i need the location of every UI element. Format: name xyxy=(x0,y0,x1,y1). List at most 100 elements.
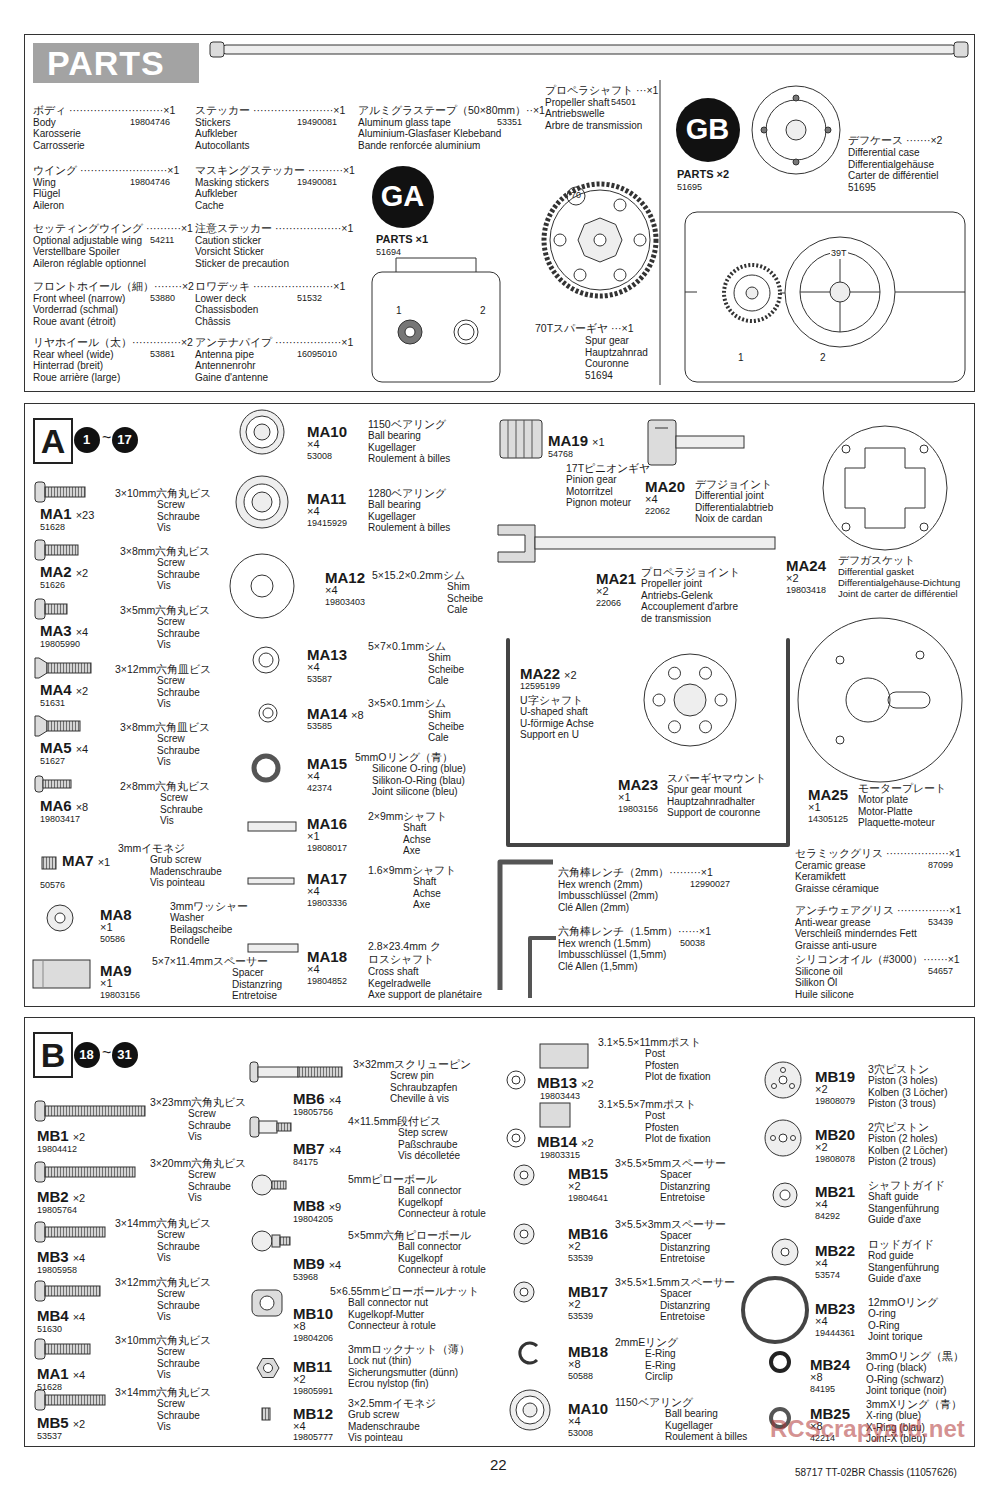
range-mark: ~ xyxy=(102,1044,111,1062)
part-number: 51694 xyxy=(376,247,401,258)
label-group: 53574 xyxy=(815,1270,840,1281)
part-name: Screw xyxy=(157,675,200,687)
label-group: 54657 xyxy=(928,966,953,977)
part-number: 19805991 xyxy=(293,1386,333,1397)
label-group: Grub screwMadenschraubeVis pointeau xyxy=(348,1409,420,1444)
part-number: 53880 xyxy=(150,293,175,304)
label-group: MA15 xyxy=(307,755,347,772)
part-name-jp: 3.1×5.5×11mmポスト xyxy=(598,1036,701,1049)
label-group: 3×5mm六角丸ビス xyxy=(120,604,210,617)
label-group: MB12 xyxy=(293,1405,333,1422)
part-name: Schraube xyxy=(157,511,200,523)
part-name-jp: 3×12mm六角丸ビス xyxy=(115,1276,211,1289)
label-group: ×8 xyxy=(568,1358,581,1371)
label-group: ScrewSchraubeVis xyxy=(157,1288,200,1323)
part-name-jp: リヤホイール（太）··············×2 xyxy=(33,336,193,349)
label-group: MB24 xyxy=(810,1356,850,1373)
part-code: MA23 xyxy=(618,776,658,793)
part-number: 53881 xyxy=(150,349,175,360)
label-group: 19805764 xyxy=(37,1205,77,1216)
part-name: Entretoise xyxy=(660,1192,710,1204)
label-group: MB21 xyxy=(815,1183,855,1200)
label-group: 53585 xyxy=(307,721,332,732)
part-name: Differential joint xyxy=(695,490,773,502)
part-name: Cache xyxy=(195,200,355,212)
part-number: 19804852 xyxy=(307,976,347,987)
part-name: Support de couronne xyxy=(667,807,760,819)
label-group: プロペラシャフト ···×1Propeller shaftAntriebswel… xyxy=(545,84,658,131)
part-name: Schraube xyxy=(188,1120,231,1132)
part-count: ×4 xyxy=(815,1257,828,1270)
label-group: ~ xyxy=(102,1044,111,1062)
label-group: MB15 xyxy=(568,1165,608,1182)
label-group: 50576 xyxy=(40,880,65,891)
label-group: Rod guideStangenführungGuide d'axe xyxy=(868,1250,939,1285)
part-name: Roue arrière (large) xyxy=(33,372,193,384)
part-name: Madenschraube xyxy=(150,866,222,878)
part-number: 19808017 xyxy=(307,843,347,854)
part-name: Schraube xyxy=(160,804,203,816)
part-code: MA10 xyxy=(307,423,347,440)
label-group: 3×14mm六角丸ビス xyxy=(115,1217,211,1230)
part-count: ×1 xyxy=(618,791,631,804)
part-code: MB3 xyxy=(37,1248,69,1265)
part-name-jp: 3×5.5×1.5mmスペーサー xyxy=(615,1276,735,1289)
label-group: 70 xyxy=(571,190,581,201)
part-name: Arbre de transmission xyxy=(545,120,658,132)
part-name: U-förmige Achse xyxy=(520,718,594,730)
part-name: Imbusschlüssel (1,5mm) xyxy=(558,949,711,961)
label-group: 84175 xyxy=(293,1157,318,1168)
part-name-jp: 12mmOリング xyxy=(868,1296,938,1309)
part-name: Distanzring xyxy=(660,1181,710,1193)
part-code: MA11 xyxy=(307,490,346,507)
label-group: 51631 xyxy=(40,698,65,709)
part-name: Carrosserie xyxy=(33,140,175,152)
propeller-shaft xyxy=(210,42,968,57)
label-group: 19805958 xyxy=(37,1265,77,1276)
part-code: MB22 xyxy=(815,1242,855,1259)
sprue-count: PARTS ×1 xyxy=(376,233,428,246)
part-name: Vis xyxy=(188,1192,231,1204)
part-name: Karosserie xyxy=(33,128,175,140)
label-group: 53008 xyxy=(307,451,332,462)
part-count: ×23 xyxy=(76,509,95,522)
part-name: Aufkleber xyxy=(195,188,355,200)
part-name-jp: 3×5×0.1mmシム xyxy=(368,697,446,710)
part-count: ×4 xyxy=(307,661,320,674)
part-number: 22062 xyxy=(645,506,670,517)
label-group: Differential gasketDifferentialgehäuse-D… xyxy=(838,566,960,599)
step-number: 18 xyxy=(74,1042,100,1068)
label-group: 12mmOリング xyxy=(868,1296,938,1309)
label-group: ×2 xyxy=(568,1240,581,1253)
part-code: MB11 xyxy=(293,1358,332,1375)
part-name: Vis xyxy=(157,1369,200,1381)
label-group: Ball connectorKugelkopfConnecteur à rotu… xyxy=(398,1241,486,1276)
label-group: 5×7×0.1mmシム xyxy=(368,640,446,653)
part-name: Cross shaft xyxy=(368,966,482,978)
part-name: Rondelle xyxy=(170,935,232,947)
spur-gear xyxy=(544,184,656,296)
label-group: 19804206 xyxy=(293,1333,333,1344)
label-group: ×4 xyxy=(815,1315,828,1328)
part-name: Clé Allen (2mm) xyxy=(558,902,713,914)
part-code: MB10 xyxy=(293,1305,333,1322)
part-name: 51694 xyxy=(585,370,648,382)
part-number: 19808079 xyxy=(815,1096,855,1107)
label-group: MA4×2 xyxy=(40,681,88,699)
label-group: 3×8mm六角丸ビス xyxy=(120,545,210,558)
part-number: 16095010 xyxy=(297,349,337,360)
label-group: MA12 xyxy=(325,569,365,586)
label-group: ScrewSchraubeVis xyxy=(157,1346,200,1381)
label-group: 3×5.5×1.5mmスペーサー xyxy=(615,1276,735,1289)
label-group: ×4 xyxy=(815,1257,828,1270)
label-group: PARTS ×2 xyxy=(677,168,729,181)
part-name-jp: プロペラシャフト ···×1 xyxy=(545,84,658,97)
label-group: 3×20mm六角丸ビス xyxy=(150,1157,246,1170)
part-count: ×4 xyxy=(73,1311,86,1324)
part-name: Distanzring xyxy=(232,979,282,991)
part-count: ×2 xyxy=(786,572,799,585)
part-name: Propeller joint xyxy=(641,578,751,590)
part-name-jp: アンテナパイプ ···················×1 xyxy=(195,336,353,349)
part-count: ×2 xyxy=(815,1141,828,1154)
part-name: Clé Allen (1,5mm) xyxy=(558,961,711,973)
